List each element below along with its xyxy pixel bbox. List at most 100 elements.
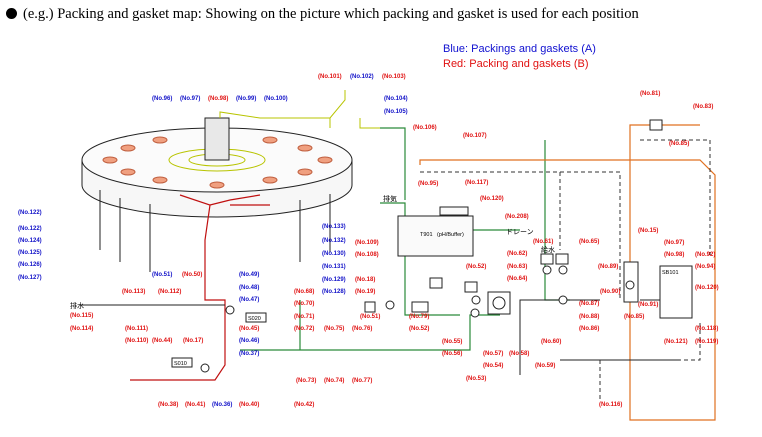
part-label-n101: (No.101)	[318, 74, 342, 80]
part-label-n48: (No.48)	[239, 285, 259, 291]
part-label-n89: (No.89)	[598, 264, 618, 270]
part-label-n62: (No.62)	[507, 251, 527, 257]
part-label-n90: (No.90)	[600, 289, 620, 295]
tag-drain: ドレーン	[506, 229, 534, 236]
part-label-n57: (No.57)	[483, 351, 503, 357]
part-label-n45: (No.45)	[239, 326, 259, 332]
part-label-n75: (No.75)	[324, 326, 344, 332]
part-label-n61: (No.61)	[533, 239, 553, 245]
part-label-n85b: (No.85)	[669, 141, 689, 147]
part-label-n129: (No.129)	[322, 277, 346, 283]
part-label-n133: (No.133)	[322, 224, 346, 230]
part-label-n63: (No.63)	[507, 264, 527, 270]
part-label-n120: (No.120)	[480, 196, 504, 202]
part-label-n110: (No.110)	[125, 338, 148, 344]
legend-blue: Blue: Packings and gaskets (A)	[443, 43, 596, 55]
part-label-n112: (No.112)	[158, 289, 181, 295]
part-label-n127: (No.127)	[18, 275, 42, 281]
part-label-n65: (No.65)	[579, 239, 599, 245]
part-label-n85: (No.85)	[624, 314, 644, 320]
part-label-n115: (No.115)	[70, 313, 93, 319]
part-label-n118: (No.118)	[695, 326, 718, 332]
part-label-n15: (No.15)	[638, 228, 658, 234]
part-label-n55: (No.55)	[442, 339, 462, 345]
part-label-n109: (No.109)	[355, 240, 379, 246]
part-label-n122b: (No.122)	[18, 226, 42, 232]
part-label-n60: (No.60)	[541, 339, 561, 345]
part-label-n99: (No.99)	[236, 96, 256, 102]
part-label-n111: (No.111)	[125, 326, 148, 332]
part-label-n128: (No.128)	[322, 289, 346, 295]
tag-sb101: SB101	[662, 270, 679, 276]
tag-t901: T901	[420, 232, 433, 238]
bullet-icon	[6, 8, 17, 19]
part-label-n68: (No.68)	[294, 289, 314, 295]
tag-s020: S020	[248, 316, 261, 322]
tag-water-supply: 給水	[541, 245, 555, 254]
page-title: (e.g.) Packing and gasket map: Showing o…	[6, 6, 639, 23]
part-label-n95: (No.95)	[418, 181, 438, 187]
part-label-n81: (No.81)	[640, 91, 660, 97]
part-label-n77: (No.77)	[352, 378, 372, 384]
part-label-n100: (No.100)	[264, 96, 288, 102]
part-label-n117: (No.117)	[465, 180, 488, 186]
part-label-n94: (No.94)	[695, 264, 715, 270]
part-number-labels: (No.101)(No.102)(No.103)(No.96)(No.97)(N…	[18, 74, 719, 408]
part-label-n71: (No.71)	[294, 314, 314, 320]
part-label-n53: (No.53)	[466, 376, 486, 382]
part-label-n73: (No.73)	[296, 378, 316, 384]
part-label-n46: (No.46)	[239, 338, 259, 344]
part-label-n124: (No.124)	[18, 238, 42, 244]
part-label-n102: (No.102)	[350, 74, 374, 80]
part-label-n19: (No.19)	[355, 289, 375, 295]
part-label-n74: (No.74)	[324, 378, 344, 384]
valves	[200, 265, 635, 373]
dashed-pipes	[420, 139, 711, 400]
part-label-n36: (No.36)	[212, 402, 232, 408]
part-label-n104: (No.104)	[384, 96, 408, 102]
part-label-n122a: (No.122)	[18, 210, 42, 216]
part-label-n38: (No.38)	[158, 402, 178, 408]
part-label-n37: (No.37)	[239, 351, 259, 357]
part-label-n41: (No.41)	[185, 402, 205, 408]
part-label-n132: (No.132)	[322, 238, 346, 244]
tank-legs	[99, 190, 331, 272]
equipment-tags: T901 (pH/Buffer) S010 S020 SB101 排気 ドレーン…	[70, 194, 679, 367]
orange-pipe	[419, 124, 716, 421]
part-label-n79: (No.79)	[409, 314, 429, 320]
part-label-n49: (No.49)	[239, 272, 259, 278]
tank-holes	[102, 136, 333, 189]
part-label-n97b: (No.97)	[664, 240, 684, 246]
rotary-tank	[81, 117, 353, 272]
part-label-n51b: (No.51)	[360, 314, 380, 320]
equipment	[171, 119, 693, 368]
part-label-n119: (No.119)	[695, 339, 718, 345]
tag-exhaust: 排気	[383, 194, 397, 203]
part-label-n52: (No.52)	[409, 326, 429, 332]
part-label-n131: (No.131)	[322, 264, 346, 270]
tag-wastewater: 排水	[70, 301, 84, 310]
part-label-n121: (No.121)	[664, 339, 688, 345]
part-label-n105: (No.105)	[384, 109, 408, 115]
part-label-n120b: (No.120)	[695, 285, 719, 291]
part-label-n98b: (No.98)	[664, 252, 684, 258]
part-label-n92: (No.92)	[695, 252, 715, 258]
part-label-n107: (No.107)	[463, 133, 487, 139]
part-label-n108: (No.108)	[355, 252, 379, 258]
part-label-n88: (No.88)	[579, 314, 599, 320]
part-label-n130: (No.130)	[322, 251, 346, 257]
part-label-n72: (No.72)	[294, 326, 314, 332]
part-label-n59: (No.59)	[535, 363, 555, 369]
part-label-n208: (No.208)	[505, 214, 529, 220]
part-label-n40: (No.40)	[239, 402, 259, 408]
part-label-n52b: (No.52)	[466, 264, 486, 270]
legend-red: Red: Packing and gaskets (B)	[443, 58, 589, 70]
part-label-n54: (No.54)	[483, 363, 503, 369]
part-label-n47: (No.47)	[239, 297, 259, 303]
pipe-network	[80, 90, 716, 421]
part-label-n116: (No.116)	[599, 402, 622, 408]
part-label-n56: (No.56)	[442, 351, 462, 357]
tag-t901-sub: (pH/Buffer)	[437, 232, 464, 238]
red-pipes	[130, 194, 270, 381]
